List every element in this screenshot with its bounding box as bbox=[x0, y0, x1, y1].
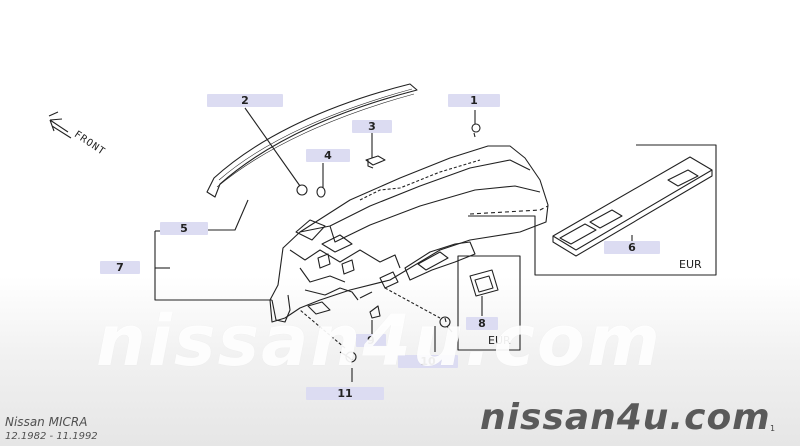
part-4-grommet bbox=[316, 186, 326, 198]
watermark: nissan4u.com bbox=[96, 300, 662, 382]
callout-4[interactable]: 4 bbox=[306, 149, 350, 162]
eur-tag-part-8: EUR bbox=[488, 334, 511, 347]
page-number: 1 bbox=[770, 424, 776, 433]
part-11-screw bbox=[339, 351, 357, 363]
part-2-moulding bbox=[206, 83, 418, 198]
callout-5[interactable]: 5 bbox=[160, 222, 208, 235]
dashboard-body bbox=[269, 145, 549, 323]
callout-8[interactable]: 8 bbox=[466, 317, 498, 330]
eur-tag-part-6: EUR bbox=[679, 258, 702, 271]
model-label: Nissan MICRA bbox=[5, 415, 88, 429]
callout-3[interactable]: 3 bbox=[352, 120, 392, 133]
callout-1[interactable]: 1 bbox=[448, 94, 500, 107]
callout-7[interactable]: 7 bbox=[100, 261, 140, 274]
part-1-clip bbox=[471, 123, 481, 138]
part-8-switch bbox=[469, 269, 499, 297]
callout-6[interactable]: 6 bbox=[604, 241, 660, 254]
model-dates: 12.1982 - 11.1992 bbox=[5, 431, 98, 442]
part-9-clip bbox=[369, 305, 381, 319]
callout-11[interactable]: 11 bbox=[306, 387, 384, 400]
part-3-clip bbox=[365, 155, 386, 169]
callout-2[interactable]: 2 bbox=[207, 94, 283, 107]
front-arrow-icon bbox=[48, 111, 72, 139]
brand-logo: nissan4u.com bbox=[480, 397, 771, 438]
callout-10[interactable]: 10 bbox=[398, 355, 458, 368]
part-10-screw bbox=[439, 316, 453, 333]
callout-9[interactable]: 9 bbox=[356, 334, 386, 347]
